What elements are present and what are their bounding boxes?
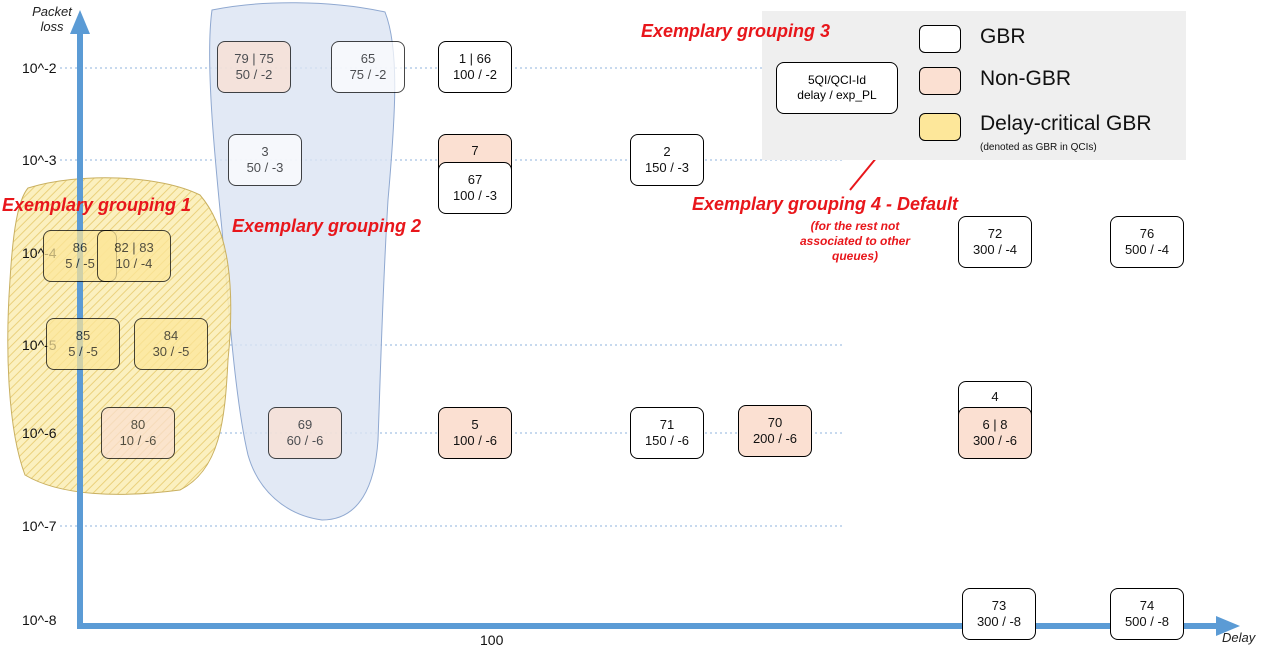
qos-box-id: 80 [130, 417, 146, 432]
grouping-3-label: Exemplary grouping 3 [641, 21, 831, 41]
legend-non-gbr-swatch [919, 67, 961, 95]
qos-box-id: 84 [163, 328, 179, 343]
qos-box-id: 85 [75, 328, 91, 343]
qos-box-id: 79 | 75 [234, 51, 274, 66]
qos-box-value: 100 / -6 [452, 433, 498, 448]
qos-box-value: 300 / -8 [976, 614, 1022, 629]
qos-box-6-8: 6 | 8 300 / -6 [958, 407, 1032, 459]
y-tick-1e-2: 10^-2 [22, 60, 57, 76]
qos-box-67: 67 100 / -3 [438, 162, 512, 214]
grouping-4-note: (for the rest not associated to other qu… [770, 219, 940, 264]
qos-box-value: 5 / -5 [65, 256, 95, 271]
qos-box-value: 100 / -3 [452, 188, 498, 203]
qos-box-id: 67 [467, 172, 483, 187]
qos-box-value: 100 / -2 [452, 67, 498, 82]
qos-box-id: 70 [767, 415, 783, 430]
qos-box-2: 2 150 / -3 [630, 134, 704, 186]
qos-box-id: 86 [72, 240, 88, 255]
legend-key-box: 5QI/QCI-Id delay / exp_PL [776, 62, 898, 114]
qos-box-value: 10 / -6 [119, 433, 157, 448]
grouping-4-note-line3: queues) [831, 249, 878, 263]
qos-box-value: 300 / -6 [972, 433, 1018, 448]
legend-gbr-label: GBR [980, 25, 1026, 48]
qos-box-3: 3 50 / -3 [228, 134, 302, 186]
legend-key-line1: 5QI/QCI-Id [807, 73, 866, 87]
qos-box-id: 4 [991, 389, 999, 404]
y-axis-title-line2: loss [40, 19, 64, 34]
grouping-1-label: Exemplary grouping 1 [2, 195, 192, 215]
qos-box-id: 74 [1139, 598, 1155, 613]
qos-box-value: 500 / -8 [1124, 614, 1170, 629]
qos-box-value: 300 / -4 [972, 242, 1018, 257]
qos-box-value: 150 / -6 [644, 433, 690, 448]
qos-box-value: 150 / -3 [644, 160, 690, 175]
qos-box-id: 5 [471, 417, 479, 432]
qos-box-id: 6 | 8 [982, 417, 1008, 432]
qos-box-5: 5 100 / -6 [438, 407, 512, 459]
qos-box-72: 72 300 / -4 [958, 216, 1032, 268]
qos-box-id: 3 [261, 144, 269, 159]
qos-box-value: 30 / -5 [152, 344, 190, 359]
legend-gbr-swatch [919, 25, 961, 53]
grouping-4-note-line1: (for the rest not [810, 219, 900, 233]
qos-box-value: 500 / -4 [1124, 242, 1170, 257]
qos-box-id: 7 [471, 143, 479, 158]
qos-box-73: 73 300 / -8 [962, 588, 1036, 640]
qos-box-79-75: 79 | 75 50 / -2 [217, 41, 291, 93]
y-tick-1e-6: 10^-6 [22, 425, 57, 441]
qos-box-84: 84 30 / -5 [134, 318, 208, 370]
qos-box-value: 10 / -4 [115, 256, 153, 271]
legend-dc-gbr-note: (denoted as GBR in QCIs) [980, 142, 1097, 153]
qos-box-value: 60 / -6 [286, 433, 324, 448]
qos-box-71: 71 150 / -6 [630, 407, 704, 459]
qos-box-value: 5 / -5 [68, 344, 98, 359]
qos-box-id: 73 [991, 598, 1007, 613]
y-axis-arrowhead [70, 10, 90, 34]
legend-dc-gbr-swatch [919, 113, 961, 141]
qos-box-id: 82 | 83 [114, 240, 154, 255]
qos-box-76: 76 500 / -4 [1110, 216, 1184, 268]
legend-panel: 5QI/QCI-Id delay / exp_PL GBR Non-GBR De… [762, 11, 1186, 160]
qos-box-id: 76 [1139, 226, 1155, 241]
qos-box-id: 2 [663, 144, 671, 159]
qos-box-1-66: 1 | 66 100 / -2 [438, 41, 512, 93]
legend-dc-gbr-label: Delay-critical GBR [980, 112, 1152, 135]
qos-box-85: 85 5 / -5 [46, 318, 120, 370]
grouping-4-note-line2: associated to other [799, 234, 911, 248]
legend-key-line2: delay / exp_PL [797, 88, 877, 102]
qos-box-69: 69 60 / -6 [268, 407, 342, 459]
x-axis-title: Delay [1222, 630, 1256, 645]
qos-box-id: 69 [297, 417, 313, 432]
qos-box-value: 200 / -6 [752, 431, 798, 446]
qos-box-value: 75 / -2 [349, 67, 387, 82]
y-tick-1e-3: 10^-3 [22, 152, 57, 168]
y-tick-1e-8: 10^-8 [22, 612, 57, 628]
qos-box-value: 50 / -2 [235, 67, 273, 82]
x-tick-100: 100 [480, 632, 504, 648]
y-tick-1e-7: 10^-7 [22, 518, 57, 534]
grouping-2-label: Exemplary grouping 2 [232, 216, 422, 236]
qos-box-id: 72 [987, 226, 1003, 241]
qos-box-id: 1 | 66 [458, 51, 492, 66]
grouping-4-label: Exemplary grouping 4 - Default [692, 194, 959, 214]
qos-box-id: 65 [360, 51, 376, 66]
y-axis-title: Packet loss [32, 4, 72, 34]
qos-box-74: 74 500 / -8 [1110, 588, 1184, 640]
qos-box-70: 70 200 / -6 [738, 405, 812, 457]
qos-box-id: 71 [659, 417, 675, 432]
y-axis-title-line1: Packet [32, 4, 72, 19]
x-axis-arrowhead [1216, 616, 1240, 636]
qos-box-value: 50 / -3 [246, 160, 284, 175]
legend-non-gbr-label: Non-GBR [980, 67, 1072, 90]
qos-box-65: 65 75 / -2 [331, 41, 405, 93]
qos-box-82-83: 82 | 83 10 / -4 [97, 230, 171, 282]
qos-box-80: 80 10 / -6 [101, 407, 175, 459]
